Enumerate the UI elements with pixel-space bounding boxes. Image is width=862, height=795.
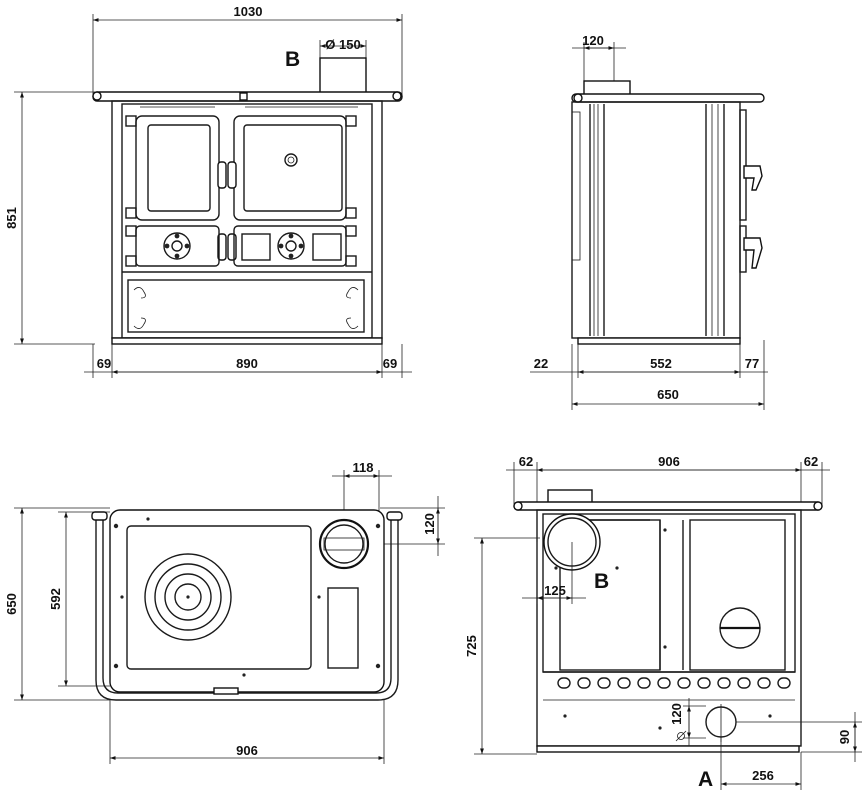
vent-holes [557,677,791,689]
back-right-margin-label: 62 [804,454,818,469]
side-view: 120 22 552 77 650 [530,33,768,410]
front-right-side-label: 69 [383,356,397,371]
front-flue-label: B [285,48,300,71]
back-flue-offset-label: 125 [544,583,566,598]
back-air-inlet-label: A [698,768,713,791]
back-height-label: 725 [464,635,479,657]
back-air-inlet-height-label: 90 [837,730,852,744]
top-depth-inner-label: 592 [48,588,63,610]
top-width-label: 906 [236,743,258,758]
front-left-side-label: 69 [97,356,111,371]
front-view: 1030 851 B Ø 150 [4,4,412,378]
back-flue-label: B [594,570,609,593]
top-view: 118 120 650 592 [4,460,445,764]
top-flue-y-label: 120 [422,513,437,535]
back-air-inlet-offset-label: 256 [752,768,774,783]
front-height-label: 851 [4,207,19,229]
front-flue-diameter-label: Ø 150 [325,37,360,52]
front-inner-width-label: 890 [236,356,258,371]
back-air-inlet-diameter-label: 120 [669,703,684,725]
side-middle-part-label: 552 [650,356,672,371]
side-left-part-label: 22 [534,356,548,371]
top-flue-x-label: 118 [353,460,374,475]
front-width-label: 1030 [234,4,263,19]
back-width-label: 906 [658,454,680,469]
side-flue-offset-label: 120 [582,33,604,48]
back-view: 62 906 62 [464,454,862,791]
top-depth-total-label: 650 [4,593,19,615]
back-left-margin-label: 62 [519,454,533,469]
side-right-part-label: 77 [745,356,759,371]
side-depth-label: 650 [657,387,679,402]
